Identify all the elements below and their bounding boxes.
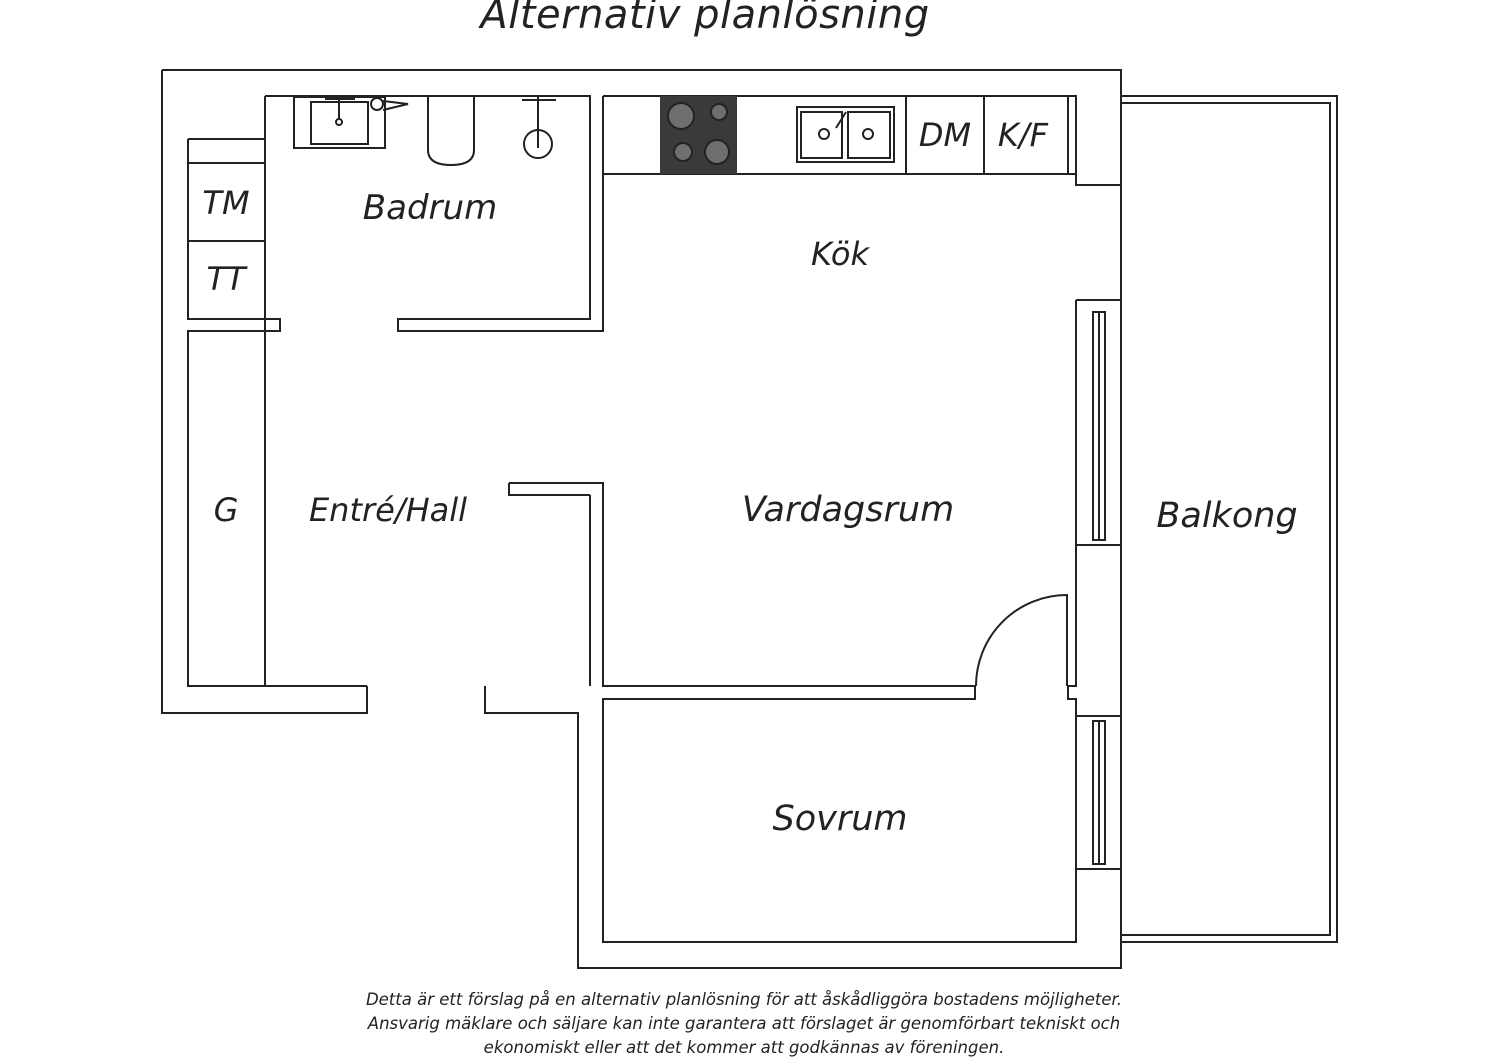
shower-head xyxy=(522,97,556,148)
door-swing xyxy=(975,593,1068,687)
disclaimer-line: Detta är ett förslag på en alternativ pl… xyxy=(365,990,1123,1009)
bidet-icon-shape xyxy=(370,97,384,111)
window-lower xyxy=(1092,720,1106,865)
bath-tap xyxy=(325,98,355,120)
kitchen-sink-left xyxy=(800,111,843,159)
balcony-inner xyxy=(1120,102,1331,936)
closet-wall xyxy=(187,138,281,687)
room-label-entre: Entré/Hall xyxy=(308,491,468,529)
kitchen-drain-left xyxy=(818,128,830,140)
disclaimer-line: Ansvarig mäklare och säljare kan inte ga… xyxy=(367,1014,1121,1033)
room-label-dm: DM xyxy=(918,116,972,154)
room-label-balkong: Balkong xyxy=(1156,496,1298,536)
bathroom-wall xyxy=(265,95,604,332)
kitchen-sink-outer xyxy=(796,106,895,163)
kitchen-drain-right xyxy=(862,128,874,140)
disclaimer: Detta är ett förslag på en alternativ pl… xyxy=(300,988,1188,1060)
partition-wall xyxy=(508,482,1121,943)
window-upper xyxy=(1092,311,1106,541)
right-wall xyxy=(1067,299,1121,869)
kitchen-counter xyxy=(603,95,1121,186)
room-label-kok: Kök xyxy=(811,235,869,273)
room-label-vardagsrum: Vardagsrum xyxy=(741,490,955,530)
stove xyxy=(660,96,737,174)
kitchen-sink-right xyxy=(847,111,891,159)
room-label-kf: K/F xyxy=(997,116,1049,154)
room-label-sovrum: Sovrum xyxy=(772,799,908,839)
hall-left-wall xyxy=(264,96,367,687)
bath-sink-outer xyxy=(293,96,386,149)
toilet xyxy=(427,95,475,167)
outer-wall xyxy=(161,69,1122,969)
bidet-spout xyxy=(382,100,409,111)
room-label-g: G xyxy=(213,491,239,529)
room-label-badrum: Badrum xyxy=(362,188,498,228)
room-label-tm: TM xyxy=(202,184,250,222)
plan-title: Alternativ planlösning xyxy=(480,0,930,38)
kitchen-tap xyxy=(835,111,847,129)
room-label-tt: TT xyxy=(206,260,246,298)
disclaimer-line: ekonomiskt eller att det kommer att godk… xyxy=(483,1038,1005,1057)
